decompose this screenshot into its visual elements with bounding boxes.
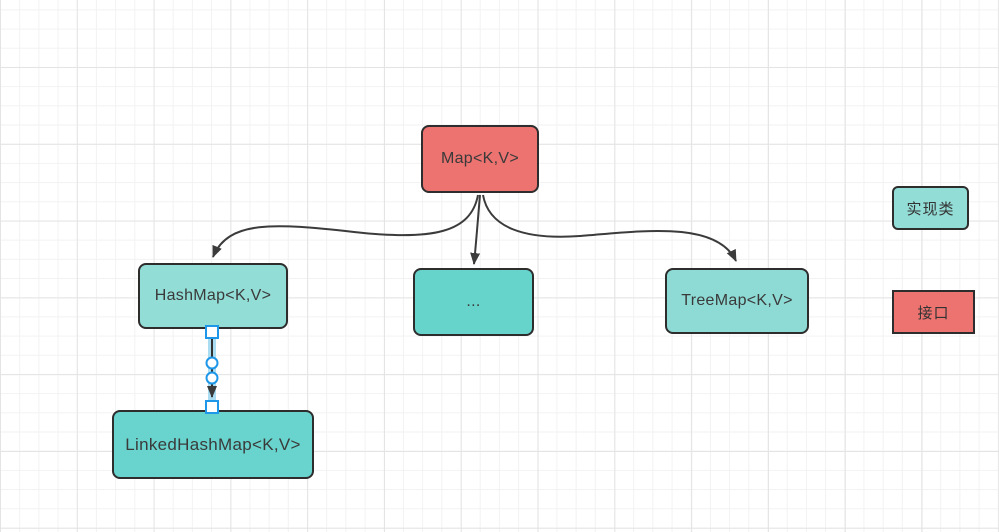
legend-interface-label: 接口 [917, 304, 950, 322]
edge-map-others[interactable] [470, 194, 481, 265]
edge-map-treemap[interactable] [482, 194, 737, 262]
node-hashmap[interactable]: HashMap<K,V> [138, 263, 288, 329]
node-map[interactable]: Map<K,V> [421, 125, 539, 193]
node-hashmap-label: HashMap<K,V> [154, 287, 272, 304]
node-treemap[interactable]: TreeMap<K,V> [665, 268, 809, 334]
node-map-label: Map<K,V> [440, 150, 519, 167]
legend-interface[interactable]: 接口 [892, 290, 975, 334]
node-linkedhashmap-label: LinkedHashMap<K,V> [125, 434, 301, 454]
edge-waypoint-handle-1[interactable] [205, 356, 219, 370]
node-others[interactable]: ... [413, 268, 534, 336]
edge-waypoint-handle-2[interactable] [205, 371, 219, 385]
node-treemap-label: TreeMap<K,V> [681, 292, 793, 309]
legend-implementation-label: 实现类 [906, 200, 955, 218]
legend-implementation-class[interactable]: 实现类 [892, 186, 969, 230]
edge-map-hashmap[interactable] [212, 194, 479, 258]
node-others-label: ... [466, 293, 481, 310]
node-linkedhashmap[interactable]: LinkedHashMap<K,V> [112, 410, 314, 479]
